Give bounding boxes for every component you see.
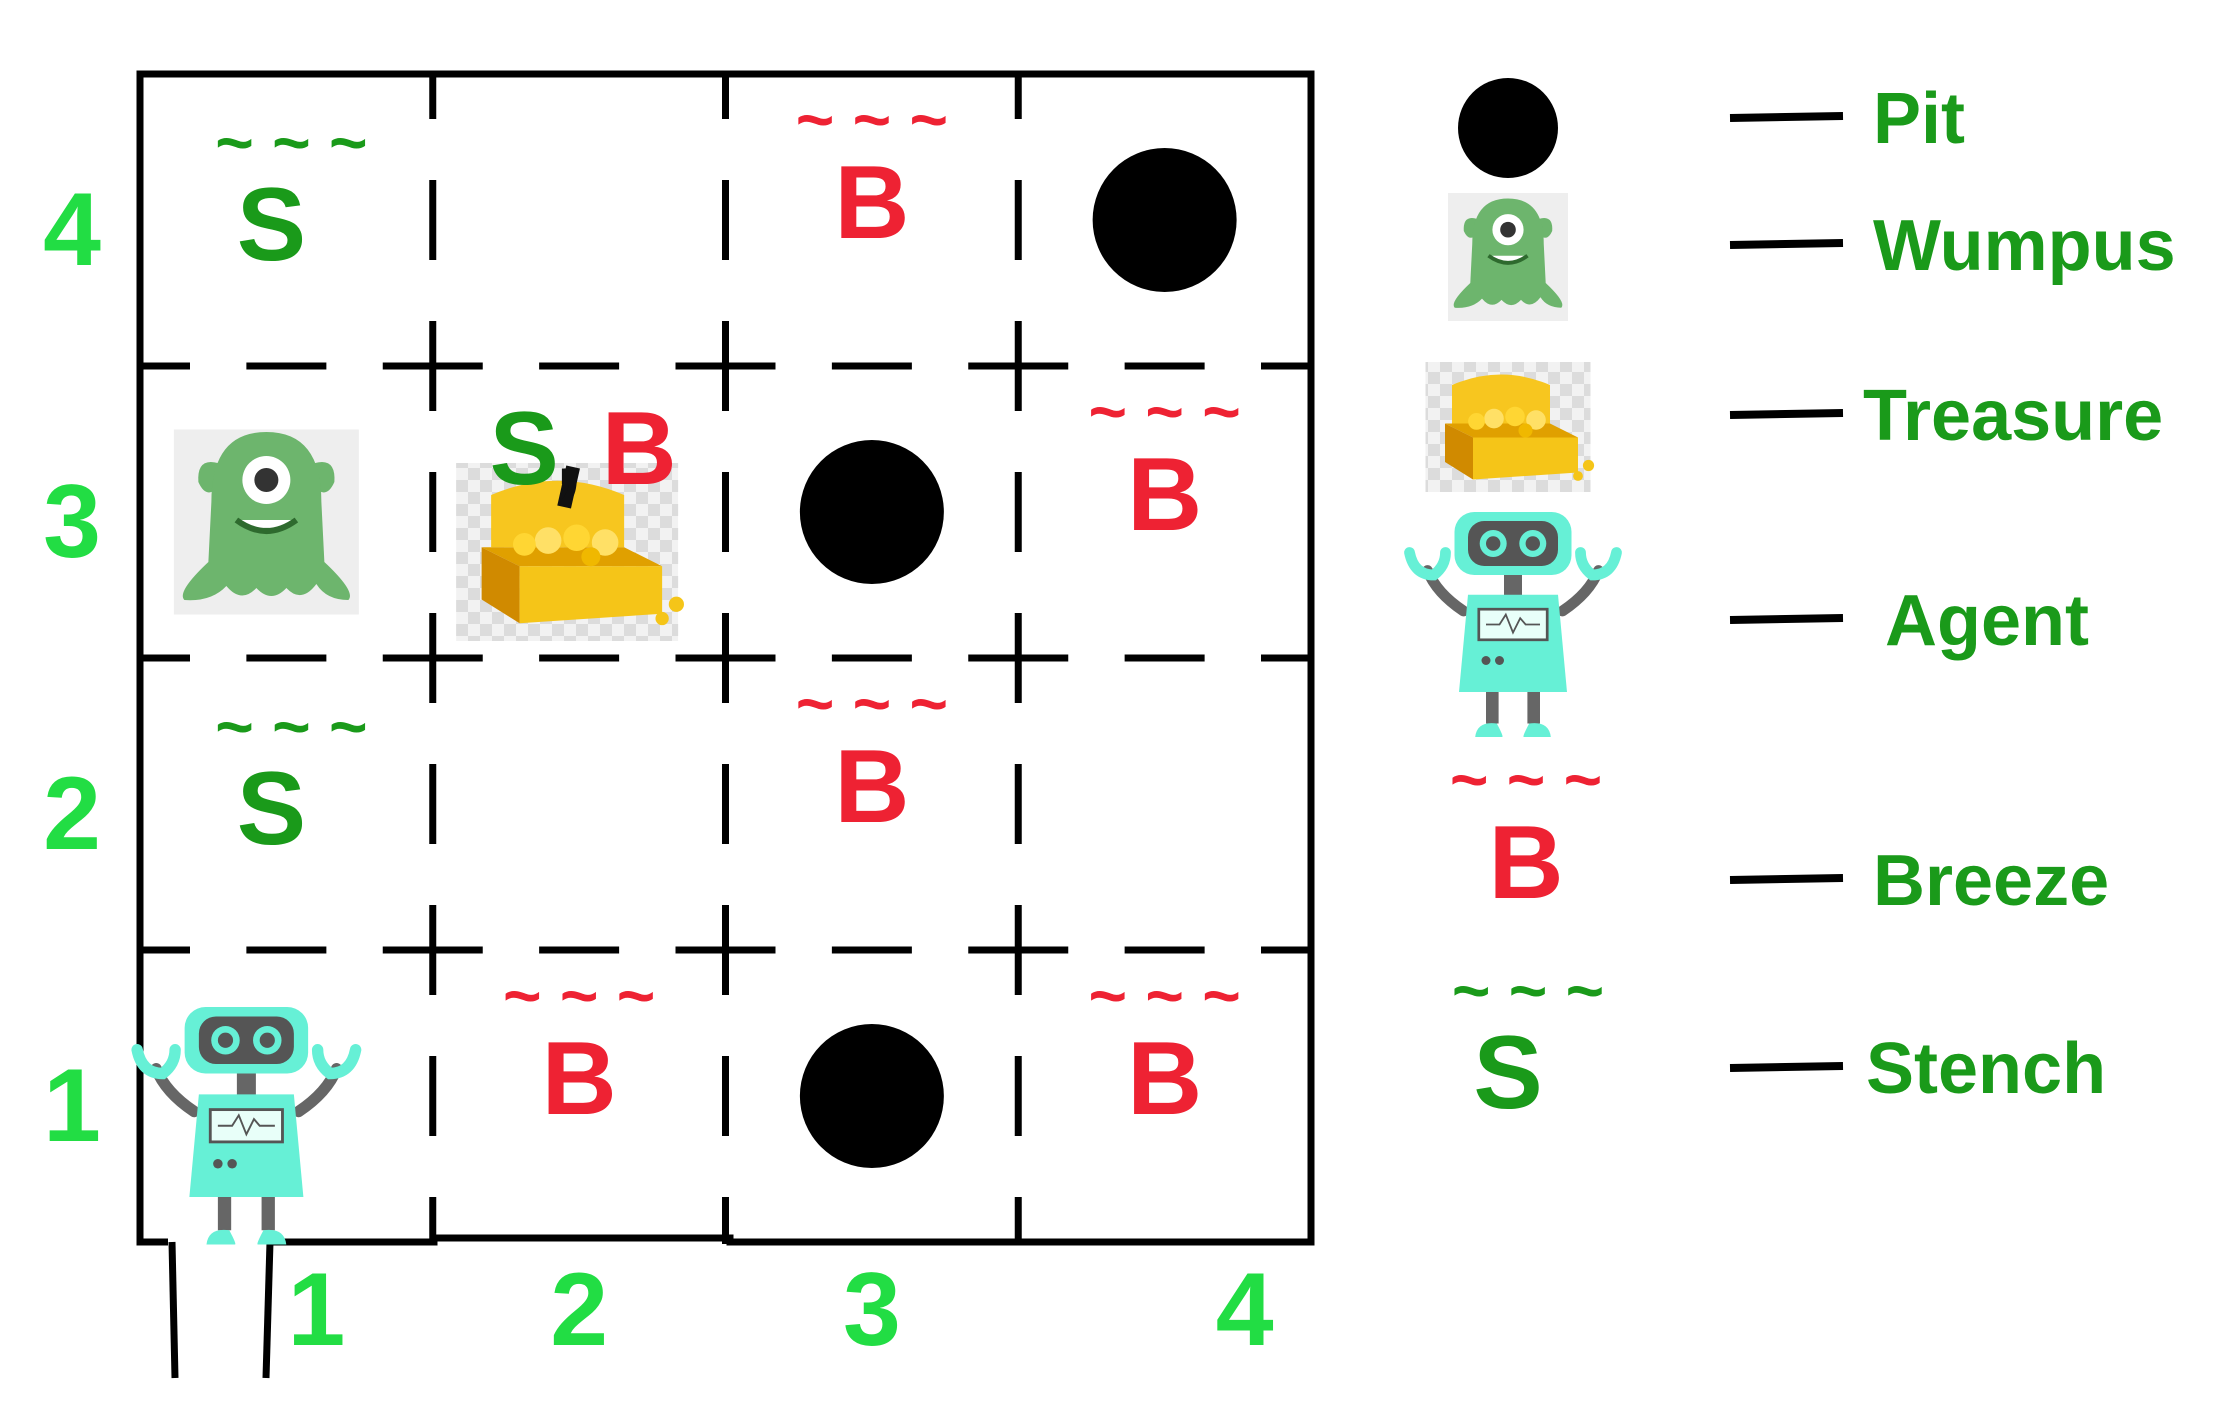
legend-connector bbox=[1729, 112, 1844, 122]
breeze-wave: ~ ~ ~ bbox=[1450, 742, 1602, 816]
stench-wave: ~ ~ ~ bbox=[215, 689, 367, 763]
col-label: 4 bbox=[1216, 1252, 1274, 1368]
breeze-wave: ~ ~ ~ bbox=[503, 958, 655, 1032]
treasure-lock-pin bbox=[557, 465, 580, 509]
cell-label-stench: S bbox=[489, 391, 558, 507]
agent-icon bbox=[137, 1007, 356, 1245]
pit-icon bbox=[799, 1024, 944, 1168]
breeze-letter: B bbox=[1127, 1021, 1202, 1137]
breeze-wave: ~ ~ ~ bbox=[1088, 374, 1240, 448]
cell-4-3: ~ ~ ~B bbox=[1088, 374, 1240, 553]
cell-label-breeze: B bbox=[602, 391, 677, 507]
cell-1-4: ~ ~ ~S bbox=[215, 105, 367, 283]
col-label: 3 bbox=[843, 1252, 901, 1368]
grid-inner-walls bbox=[138, 72, 1313, 1244]
breeze-letter: B bbox=[834, 729, 909, 845]
legend-item-pit: Pit bbox=[1458, 78, 1965, 178]
row-label: 2 bbox=[43, 756, 101, 872]
legend-item-wumpus: Wumpus bbox=[1448, 193, 2176, 321]
cell-1-1 bbox=[137, 1007, 356, 1245]
legend-label-stench: Stench bbox=[1866, 1029, 2106, 1109]
breeze-wave: ~ ~ ~ bbox=[796, 82, 948, 156]
cell-3-2: ~ ~ ~B bbox=[796, 666, 948, 845]
breeze-letter: B bbox=[1488, 805, 1563, 921]
breeze-wave: ~ ~ ~ bbox=[796, 666, 948, 740]
cell-2-1: ~ ~ ~B bbox=[503, 958, 655, 1137]
cell-3-4: ~ ~ ~B bbox=[796, 82, 948, 261]
grid-axis-labels: 4 3 2 1 1 2 3 4 bbox=[43, 172, 1274, 1368]
col-label: 1 bbox=[287, 1252, 345, 1368]
entrance-wall-left bbox=[168, 1241, 179, 1379]
legend-connector bbox=[1729, 409, 1844, 419]
breeze-letter: B bbox=[834, 145, 909, 261]
cell-4-1: ~ ~ ~B bbox=[1088, 958, 1240, 1137]
legend-item-agent: Agent bbox=[1410, 512, 2089, 737]
cell-3-1 bbox=[799, 1024, 944, 1168]
col-label: 2 bbox=[550, 1252, 608, 1368]
cell-1-2: ~ ~ ~S bbox=[215, 689, 367, 867]
stench-letter: S bbox=[237, 167, 306, 283]
legend-label-treasure: Treasure bbox=[1863, 376, 2163, 456]
legend-label-wumpus: Wumpus bbox=[1873, 206, 2176, 286]
cell-4-4 bbox=[1092, 148, 1237, 292]
pit-icon bbox=[799, 440, 944, 584]
breeze-wave: ~ ~ ~ bbox=[1088, 958, 1240, 1032]
legend-item-treasure: Treasure bbox=[1425, 362, 2163, 492]
cell-3-3 bbox=[799, 440, 944, 584]
legend-label-agent: Agent bbox=[1885, 581, 2089, 661]
stench-wave: ~ ~ ~ bbox=[1452, 953, 1604, 1027]
legend-connector bbox=[1729, 1062, 1844, 1072]
stench-letter: S bbox=[237, 751, 306, 867]
entrance-wall-right bbox=[262, 1241, 274, 1379]
legend-item-stench: ~ ~ ~S Stench bbox=[1452, 953, 2106, 1131]
legend-label-pit: Pit bbox=[1873, 79, 1965, 159]
legend-connector bbox=[1729, 614, 1844, 624]
stench-letter: S bbox=[1473, 1015, 1542, 1131]
cell-2-3: S,B bbox=[456, 391, 684, 641]
cell-1-3 bbox=[173, 430, 359, 615]
row-label: 1 bbox=[43, 1048, 101, 1164]
agent-icon bbox=[1410, 512, 1617, 737]
row-label: 4 bbox=[43, 172, 101, 288]
legend-connector bbox=[1729, 874, 1844, 884]
breeze-letter: B bbox=[1127, 437, 1202, 553]
grid-cells: ~ ~ ~S~ ~ ~BS,B~ ~ ~B~ ~ ~S~ ~ ~B~ ~ ~B~… bbox=[137, 82, 1241, 1245]
cell-label-comma: , bbox=[555, 391, 584, 507]
breeze-letter: B bbox=[542, 1021, 617, 1137]
pit-icon bbox=[1458, 78, 1558, 178]
legend-item-breeze: ~ ~ ~B Breeze bbox=[1450, 742, 2109, 921]
row-label: 3 bbox=[43, 464, 101, 580]
legend-label-breeze: Breeze bbox=[1873, 841, 2109, 921]
pit-icon bbox=[1092, 148, 1237, 292]
stench-wave: ~ ~ ~ bbox=[215, 105, 367, 179]
legend-connector bbox=[1729, 239, 1844, 249]
